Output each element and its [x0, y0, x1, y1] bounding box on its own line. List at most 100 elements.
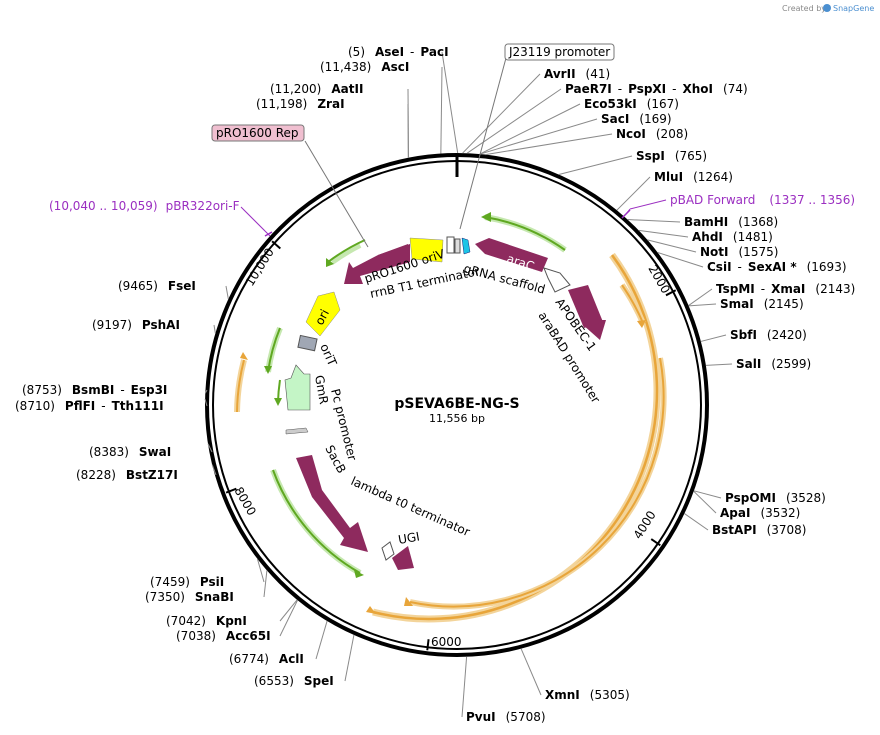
- restriction-site-tspmi: TspMI-XmaI(2143): [716, 282, 855, 296]
- restriction-site-fsei: (9465)FseI: [118, 279, 196, 293]
- gmr-label: GmR: [312, 374, 331, 405]
- restriction-site-swai: (8383)SwaI: [89, 445, 171, 459]
- gmr-arrow: [284, 364, 311, 411]
- svg-text:J23119 promoter: J23119 promoter: [508, 45, 610, 59]
- restriction-site-smai: SmaI(2145): [720, 297, 804, 311]
- pc-promoter-element: [285, 427, 309, 435]
- sacb-arrow: [296, 455, 368, 552]
- site-connector: [705, 363, 733, 366]
- svg-text:(10,040 .. 10,059)pBR322ori-F: (10,040 .. 10,059)pBR322ori-F: [49, 199, 240, 213]
- svg-text:SnapGene: SnapGene: [833, 4, 874, 13]
- primer-pbad-forward: pBAD Forward(1337 .. 1356): [621, 193, 855, 219]
- restriction-site-avrii: AvrII(41): [544, 67, 610, 81]
- ugi-arrow: [392, 546, 414, 570]
- arabad-promoter-arrow: [543, 267, 571, 293]
- site-connector: [213, 324, 216, 334]
- site-connector: [520, 648, 542, 696]
- restriction-site-paer7i: PaeR7I-PspXI-XhoI(74): [565, 82, 748, 96]
- site-connector: [485, 133, 613, 156]
- site-connector: [315, 620, 328, 660]
- site-connector: [558, 155, 633, 175]
- orange-feature-arc-right: [372, 254, 659, 621]
- site-connector: [684, 513, 709, 531]
- restriction-site-xmni: XmnI(5305): [545, 688, 630, 702]
- restriction-site-bstz17i: (8228)BstZ17I: [76, 468, 178, 482]
- site-connector: [693, 490, 717, 514]
- scale-tick-label: 6000: [431, 635, 462, 649]
- site-connector: [211, 464, 217, 476]
- site-connector: [700, 334, 727, 342]
- lambda-t0-label: lambda t0 terminator: [349, 474, 472, 539]
- orit-label: oriT: [317, 342, 339, 369]
- site-connector: [638, 229, 689, 238]
- restriction-site-eco53ki: Eco53kI(167): [584, 97, 679, 111]
- orit-box: [297, 334, 318, 352]
- site-connector: [461, 656, 468, 718]
- snapgene-logo-icon: [823, 4, 831, 12]
- site-connector: [479, 103, 581, 155]
- scale-tick-mark: [426, 639, 430, 651]
- site-labels: (5)AseI-PacI(11,438)AscI(11,200)AatII(11…: [15, 45, 855, 724]
- restriction-site-asci: (11,438)AscI: [320, 60, 409, 74]
- restriction-site-psii: (7459)PsiI: [150, 575, 224, 589]
- restriction-site-snabi: (7350)SnaBI: [145, 590, 234, 604]
- boxed-feature-j23119: J23119 promoter: [459, 43, 615, 230]
- restriction-site-mlui: MluI(1264): [654, 170, 733, 184]
- rrnb-t1-element: [446, 236, 455, 254]
- scale-tick-label: 4000: [631, 508, 659, 541]
- site-connector: [627, 219, 681, 223]
- site-connector: [204, 398, 208, 407]
- site-connector: [279, 599, 298, 637]
- scale-tick-label: 8000: [231, 485, 258, 518]
- scale-tick-mark: [650, 538, 661, 547]
- feature-arcs: [234, 212, 667, 623]
- boxed-feature-pro1600-rep: pRO1600 Rep: [211, 124, 369, 248]
- site-connector: [688, 288, 713, 306]
- plasmid-size: 11,556 bp: [429, 412, 485, 425]
- green-feature-arc-top: [484, 216, 566, 251]
- site-connector: [616, 176, 651, 211]
- restriction-site-spei: (6553)SpeI: [254, 674, 334, 688]
- site-connector: [440, 66, 443, 154]
- restriction-site-sbfi: SbfI(2420): [730, 328, 807, 342]
- snapgene-watermark: Created by SnapGene: [782, 4, 874, 13]
- restriction-site-sali: SalI(2599): [736, 357, 811, 371]
- arac-arrow: [475, 238, 548, 272]
- ori-label: ori: [312, 307, 332, 327]
- restriction-site-kpni: (7042)KpnI: [166, 614, 247, 628]
- svg-text:pRO1600 Rep: pRO1600 Rep: [216, 126, 299, 140]
- restriction-site-noti: NotI(1575): [700, 245, 778, 259]
- plasmid-name: pSEVA6BE-NG-S: [394, 396, 519, 412]
- svg-text:Created by: Created by: [782, 4, 826, 13]
- site-connector: [207, 443, 213, 453]
- primer-pbr322ori-f: (10,040 .. 10,059)pBR322ori-F: [49, 199, 273, 237]
- restriction-site-asei-paci: (5)AseI-PacI: [348, 45, 449, 59]
- site-connector: [279, 599, 298, 622]
- restriction-site-pspomi: PspOMI(3528): [725, 491, 826, 505]
- restriction-site-aatii: (11,200)AatII: [270, 82, 363, 96]
- restriction-site-ncoi: NcoI(208): [616, 127, 688, 141]
- scale-tick-mark: [225, 487, 237, 494]
- orange-feature-arc-left: [236, 359, 245, 413]
- site-connector: [693, 490, 722, 499]
- restriction-site-apai: ApaI(3532): [720, 506, 800, 520]
- restriction-site-acc65i: (7038)Acc65I: [176, 629, 271, 643]
- restriction-site-bamhi: BamHI(1368): [684, 215, 778, 229]
- green-feature-arc-lower: [272, 469, 361, 574]
- scale-tick-label: 2000: [645, 263, 672, 296]
- site-connector: [657, 251, 704, 268]
- pro1600-oriv-box: [409, 237, 444, 263]
- site-connector: [204, 389, 208, 394]
- scale-tick-mark: [665, 289, 677, 297]
- restriction-site-pshai: (9197)PshAI: [92, 318, 180, 332]
- site-connector: [688, 303, 717, 307]
- restriction-site-acli: (6774)AclI: [229, 652, 304, 666]
- site-connector: [256, 558, 265, 583]
- feature-shapes: araC: [284, 236, 606, 570]
- restriction-site-bsmbi: (8753)BsmBI-Esp3I: [22, 383, 167, 397]
- site-connector: [647, 239, 697, 253]
- site-lines: [204, 51, 733, 718]
- svg-text:pBAD Forward(1337 .. 1356): pBAD Forward(1337 .. 1356): [670, 193, 855, 207]
